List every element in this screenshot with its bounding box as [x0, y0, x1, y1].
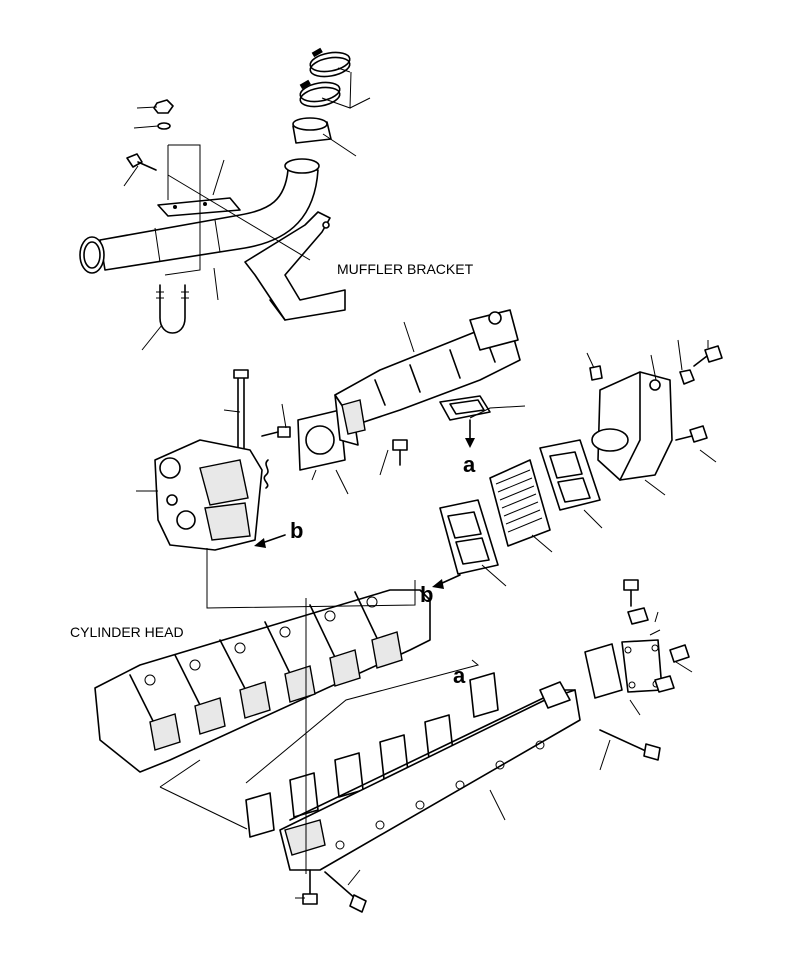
flange-gasket-top — [439, 395, 491, 421]
ref-label-a-upper: a — [463, 452, 476, 477]
cylinder-head-row — [94, 589, 431, 773]
small-hardware-top — [126, 99, 174, 171]
gasket-plate-2 — [439, 499, 499, 575]
cylinder-head-label: CYLINDER HEAD — [70, 624, 184, 640]
ref-label-b-upper: b — [290, 518, 303, 543]
manifold-gaskets — [245, 672, 499, 838]
cover-plate-right — [584, 639, 663, 699]
turbo-hardware — [589, 345, 723, 443]
ref-arrow-a-upper — [465, 419, 475, 448]
bottom-bolts — [302, 869, 367, 913]
ref-label-a-lower: a — [453, 663, 466, 688]
pipe-support-strap — [157, 197, 241, 217]
turbo-outlet-elbow — [591, 371, 673, 481]
pipe-sleeve — [292, 117, 332, 144]
exhaust-manifold-upper — [334, 309, 521, 446]
clamp-lower — [299, 79, 341, 108]
gasket-plate-1 — [539, 439, 601, 511]
clamp-upper — [309, 47, 351, 78]
u-bolt — [156, 284, 189, 334]
bolt-small — [261, 426, 291, 438]
ref-arrow-b-upper — [254, 534, 286, 548]
ref-arrow-b-lower — [432, 574, 461, 589]
exhaust-pipe — [79, 158, 320, 274]
bolt-under-manifold — [392, 439, 408, 466]
exhaust-housing-left — [154, 439, 263, 551]
muffler-bracket-part — [244, 211, 346, 321]
muffler-bracket-label: MUFFLER BRACKET — [337, 261, 474, 277]
long-bolt-right — [599, 729, 661, 761]
exhaust-manifold-lower — [279, 681, 581, 871]
right-hardware — [623, 579, 690, 693]
flange-gasket-left — [297, 409, 346, 471]
ref-label-b-lower: b — [420, 582, 433, 607]
leader-lines — [123, 67, 717, 899]
heat-shield-mesh — [489, 459, 551, 547]
clip-spring — [263, 459, 269, 489]
